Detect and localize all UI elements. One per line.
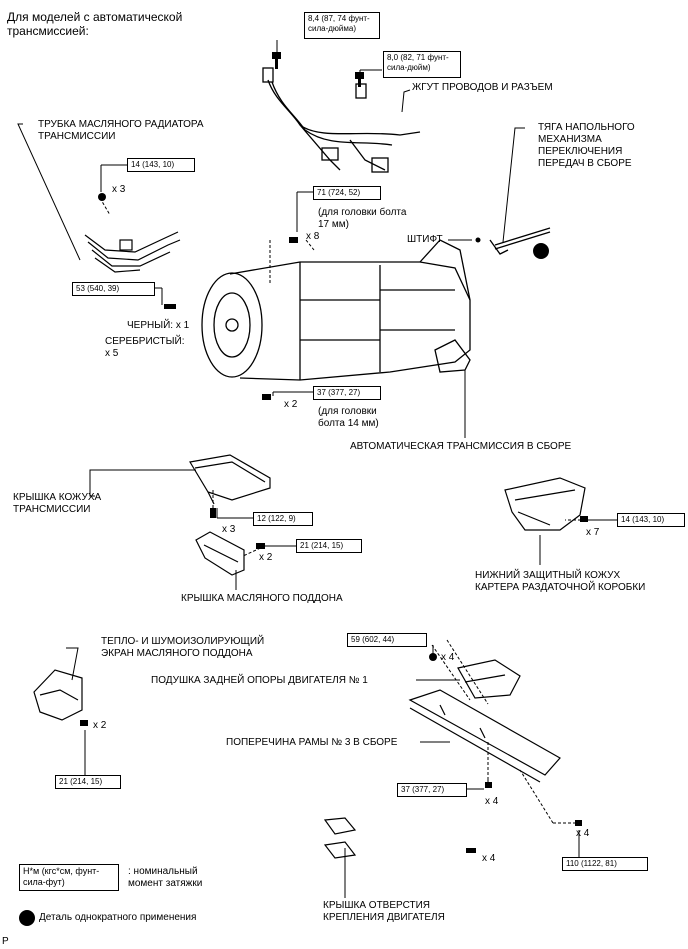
corner-mark: P bbox=[2, 936, 9, 947]
label-black: ЧЕРНЫЙ: x 1 bbox=[127, 320, 190, 331]
count-frame-nuts: x 4 bbox=[576, 828, 590, 839]
label-cooler-tube: ТРУБКА МАСЛЯНОГО РАДИАТОРА ТРАНСМИССИИ bbox=[38, 119, 204, 142]
label-harness: ЖГУТ ПРОВОДОВ И РАЗЪЕМ bbox=[412, 82, 553, 93]
torque-box-8: 21 (214, 15) bbox=[296, 539, 362, 553]
torque-box-4: 71 (724, 52) bbox=[313, 186, 381, 200]
torque-box-12: 37 (377, 27) bbox=[397, 783, 467, 797]
label-housing-cover: КРЫШКА КОЖУХА ТРАНСМИССИИ bbox=[13, 492, 102, 515]
count-bolts-14: x 2 bbox=[284, 399, 298, 410]
label-at-assembly: АВТОМАТИЧЕСКАЯ ТРАНСМИССИЯ В СБОРЕ bbox=[350, 441, 572, 452]
torque-box-13: 110 (1122, 81) bbox=[562, 857, 648, 871]
label-heat-shield: ТЕПЛО- И ШУМОИЗОЛИРУЮЩИЙ ЭКРАН МАСЛЯНОГО… bbox=[101, 636, 265, 659]
count-pan-cover-bolts: x 2 bbox=[259, 552, 273, 563]
label-silver: СЕРЕБРИСТЫЙ: x 5 bbox=[105, 336, 185, 359]
torque-box-9: 14 (143, 10) bbox=[617, 513, 685, 527]
count-mount-nuts: x 4 bbox=[441, 652, 455, 663]
label-rear-mount: ПОДУШКА ЗАДНЕЙ ОПОРЫ ДВИГАТЕЛЯ № 1 bbox=[151, 675, 368, 686]
legend-unit-text: : номинальный момент затяжки bbox=[128, 866, 203, 889]
count-heat-shield-bolts: x 2 bbox=[93, 720, 107, 731]
label-bolt-14: (для головки болта 14 мм) bbox=[318, 406, 379, 429]
label-transfer-shield: НИЖНИЙ ЗАЩИТНЫЙ КОЖУХ КАРТЕРА РАЗДАТОЧНО… bbox=[475, 570, 646, 593]
label-bolt-17: (для головки болта 17 мм) bbox=[318, 207, 407, 230]
count-cooler-bolts: x 3 bbox=[112, 184, 126, 195]
count-bolts-17: x 8 bbox=[306, 231, 320, 242]
torque-box-3: 14 (143, 10) bbox=[127, 158, 195, 172]
label-shift-rod: ТЯГА НАПОЛЬНОГО МЕХАНИЗМА ПЕРЕКЛЮЧЕНИЯ П… bbox=[538, 122, 635, 169]
torque-box-5: 53 (540, 39) bbox=[72, 282, 155, 296]
count-crossmember-nuts: x 4 bbox=[485, 796, 499, 807]
single-use-mark bbox=[533, 243, 549, 259]
label-oil-pan-cover: КРЫШКА МАСЛЯНОГО ПОДДОНА bbox=[181, 593, 343, 604]
count-frame-bolts: x 4 bbox=[482, 853, 496, 864]
torque-box-7: 12 (122, 9) bbox=[253, 512, 313, 526]
page-title: Для моделей с автоматической трансмиссие… bbox=[7, 10, 183, 38]
count-housing-bolts: x 3 bbox=[222, 524, 236, 535]
torque-box-6: 37 (377, 27) bbox=[313, 386, 381, 400]
torque-box-1: 8,4 (87, 74 фунт- сила-дюйма) bbox=[304, 12, 380, 39]
torque-box-2: 8,0 (82, 71 фунт- сила-дюйм) bbox=[383, 51, 461, 78]
legend-single-use: Деталь однократного применения bbox=[39, 912, 197, 923]
label-hole-cover: КРЫШКА ОТВЕРСТИЯ КРЕПЛЕНИЯ ДВИГАТЕЛЯ bbox=[323, 900, 445, 923]
legend-unit-box: Н*м (кгс*см, фунт- сила-фут) bbox=[19, 864, 119, 891]
torque-box-11: 21 (214, 15) bbox=[55, 775, 121, 789]
label-crossmember: ПОПЕРЕЧИНА РАМЫ № 3 В СБОРЕ bbox=[226, 737, 398, 748]
label-pin: ШТИФТ bbox=[407, 234, 443, 245]
count-shield-bolts: x 7 bbox=[586, 527, 600, 538]
torque-box-10: 59 (602, 44) bbox=[347, 633, 427, 647]
